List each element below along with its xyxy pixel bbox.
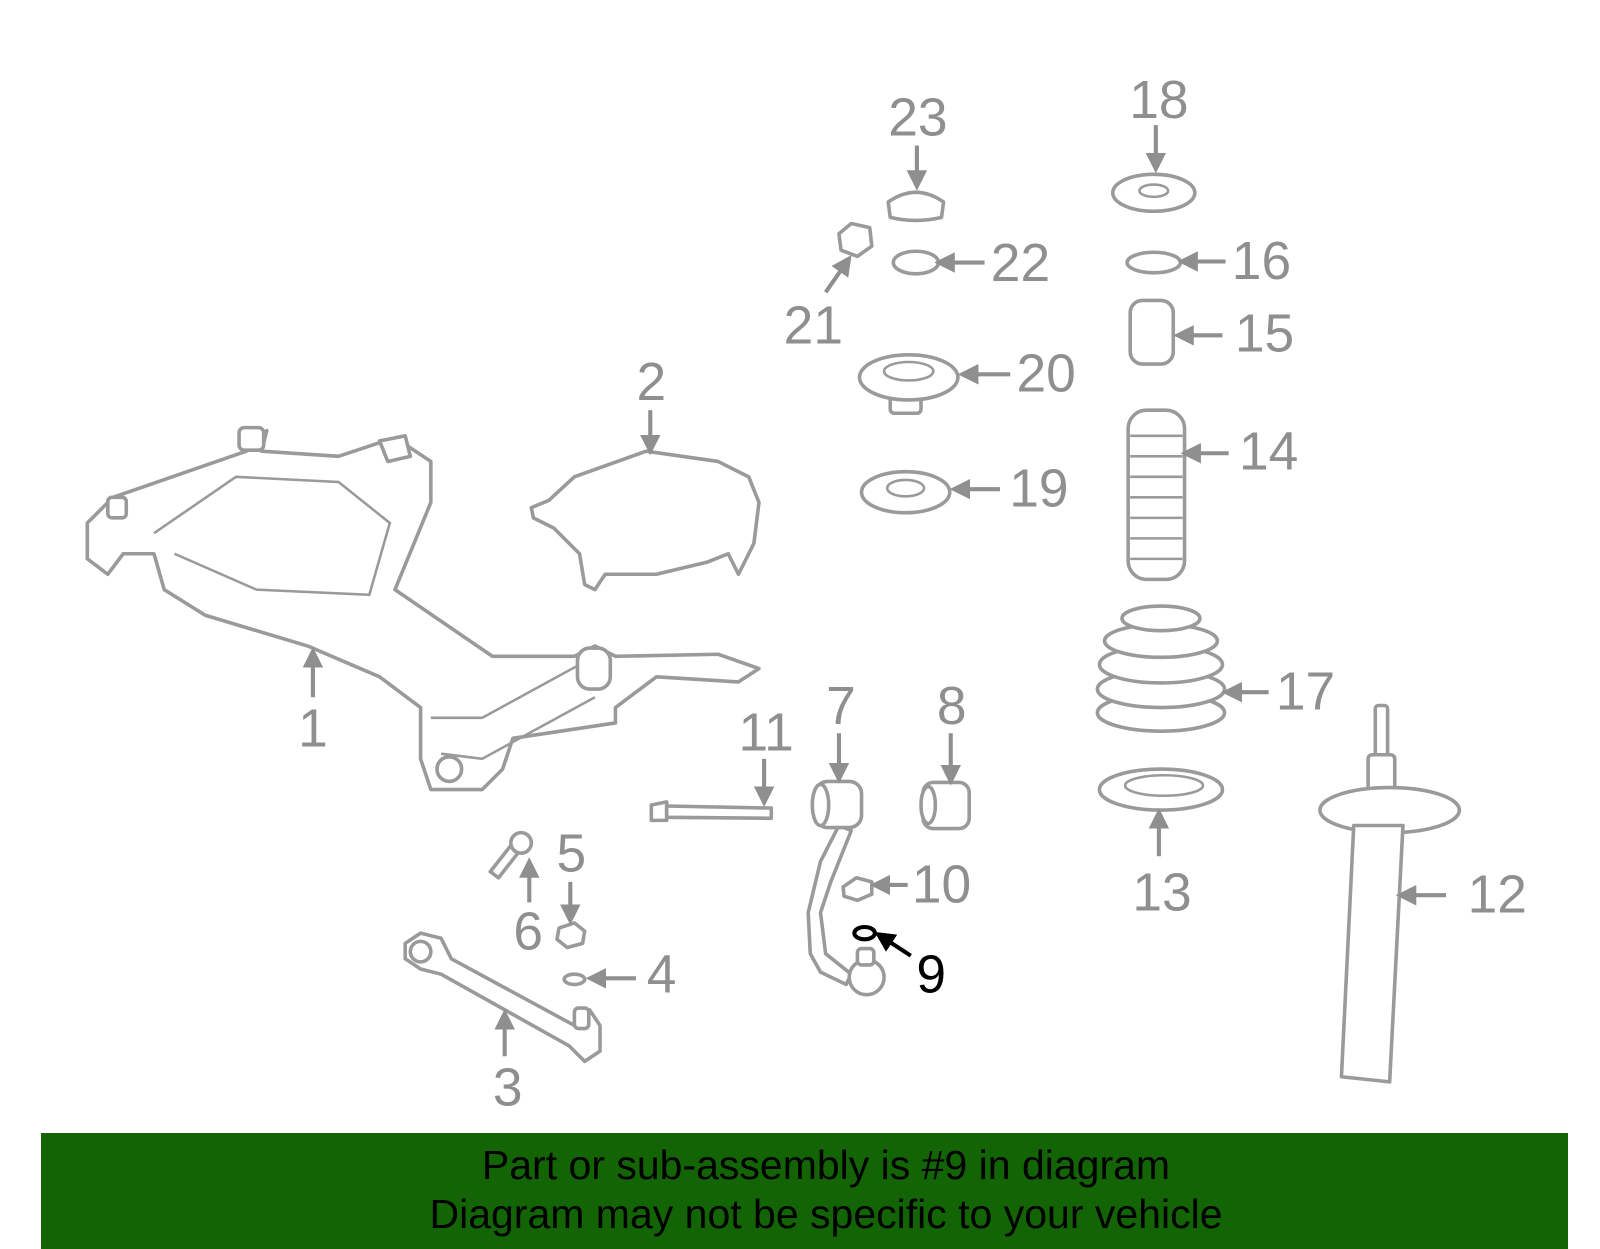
callout-23: 23	[888, 88, 947, 147]
callout-1: 1	[298, 700, 328, 759]
callout-5: 5	[556, 825, 586, 884]
part-9-washer[interactable]	[852, 924, 877, 942]
callout-21: 21	[784, 297, 843, 356]
banner-line-part-number: Part or sub-assembly is #9 in diagram	[481, 1142, 1171, 1188]
callout-arrows	[302, 125, 1447, 1057]
part-16-washer[interactable]	[1125, 250, 1183, 275]
part-1-subframe[interactable]	[85, 425, 761, 792]
part-7-control-arm[interactable]	[806, 779, 886, 997]
callout-8: 8	[937, 677, 967, 736]
callout-19: 19	[1009, 460, 1068, 519]
callout-17: 17	[1276, 663, 1335, 722]
part-14-dust-boot[interactable]	[1126, 408, 1187, 582]
info-banner: Part or sub-assembly is #9 in diagram Di…	[41, 1133, 1568, 1249]
callout-20: 20	[1016, 345, 1075, 404]
callout-3: 3	[493, 1058, 523, 1117]
part-19-mount[interactable]	[859, 469, 952, 515]
callout-12: 12	[1468, 866, 1527, 925]
callout-11: 11	[738, 704, 793, 763]
callout-15: 15	[1235, 305, 1294, 364]
part-3-control-arm[interactable]	[403, 931, 602, 1064]
part-15-bump-stop[interactable]	[1128, 298, 1176, 366]
part-21-nut[interactable]	[837, 221, 874, 259]
callout-22: 22	[991, 234, 1050, 293]
callout-10: 10	[912, 855, 971, 914]
part-4-washer[interactable]	[562, 972, 587, 987]
callout-14: 14	[1239, 423, 1298, 482]
part-2-shield[interactable]	[529, 449, 761, 592]
callout-4: 4	[647, 946, 677, 1005]
part-20-strut-mount[interactable]	[857, 353, 960, 416]
part-18-upper-seat[interactable]	[1110, 172, 1197, 214]
callout-6: 6	[513, 903, 543, 962]
part-11-bolt[interactable]	[649, 800, 774, 823]
part-8-bushing[interactable]	[919, 780, 971, 831]
callout-18: 18	[1129, 71, 1188, 130]
callout-13: 13	[1132, 864, 1191, 923]
banner-line-disclaimer: Diagram may not be specific to your vehi…	[429, 1191, 1223, 1237]
callout-9-highlighted: 9	[916, 946, 946, 1005]
callout-2: 2	[636, 353, 666, 412]
part-6-bolt[interactable]	[488, 830, 534, 880]
part-13-spring-seat[interactable]	[1097, 767, 1225, 812]
part-23-cap[interactable]	[886, 190, 946, 223]
part-22-ring[interactable]	[891, 249, 941, 276]
part-17-coil-spring[interactable]	[1095, 604, 1227, 733]
part-10-nut[interactable]	[841, 875, 874, 903]
callout-16: 16	[1232, 232, 1291, 291]
part-5-nut[interactable]	[555, 921, 587, 950]
part-12-strut[interactable]	[1318, 703, 1462, 1084]
callout-7: 7	[826, 677, 856, 736]
